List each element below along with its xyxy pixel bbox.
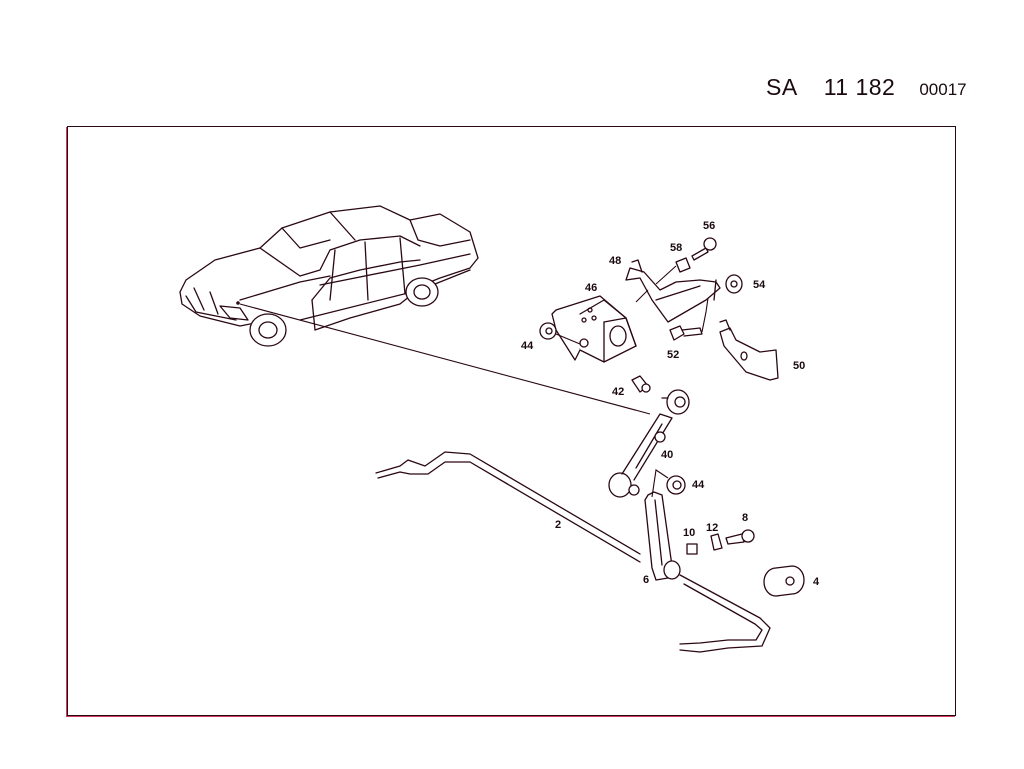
callout-10: 10 — [683, 527, 695, 539]
level-sensor — [551, 295, 637, 363]
nut-54 — [725, 274, 743, 294]
bracket-50 — [719, 319, 779, 381]
nut-44-lower — [666, 475, 686, 495]
sensor-lever — [608, 389, 690, 498]
drawing-prefix: SA — [766, 74, 798, 100]
callout-2: 2 — [555, 519, 561, 531]
bracket-48 — [625, 259, 721, 323]
bolt-56 — [691, 237, 717, 261]
callout-50: 50 — [793, 360, 805, 372]
nut-44-upper — [539, 322, 557, 340]
leader-car-to-sensor — [239, 303, 651, 415]
nut-10 — [686, 543, 698, 555]
rubber-bushing — [763, 565, 805, 597]
stabilizer-bar — [375, 451, 771, 653]
car-illustration — [179, 205, 479, 347]
callout-42: 42 — [612, 386, 624, 398]
callout-54: 54 — [753, 279, 766, 291]
drawing-code: 00017 — [919, 80, 967, 99]
callout-12: 12 — [706, 522, 718, 534]
drawing-header: SA 11 182 00017 — [766, 74, 967, 104]
callout-6: 6 — [643, 574, 649, 586]
callout-58: 58 — [670, 242, 682, 254]
washer-58 — [655, 257, 691, 285]
drawing-number: 11 182 — [823, 74, 896, 100]
callout-44-lower: 44 — [692, 479, 705, 491]
washer-12 — [710, 533, 723, 551]
callout-56: 56 — [703, 220, 715, 232]
callout-4: 4 — [813, 576, 820, 588]
callout-46: 46 — [585, 282, 597, 294]
callout-labels: 2 4 6 8 10 12 40 42 44 44 46 48 50 52 54… — [521, 220, 820, 588]
callout-48: 48 — [609, 255, 621, 267]
callout-8: 8 — [742, 512, 748, 524]
callout-44-upper: 44 — [521, 340, 534, 352]
callout-52: 52 — [667, 349, 679, 361]
stud — [631, 375, 651, 393]
callout-40: 40 — [661, 449, 673, 461]
link-arm — [644, 469, 681, 581]
drawing-frame — [67, 126, 956, 716]
bolt-8 — [725, 529, 755, 545]
bolt-52 — [669, 297, 709, 341]
